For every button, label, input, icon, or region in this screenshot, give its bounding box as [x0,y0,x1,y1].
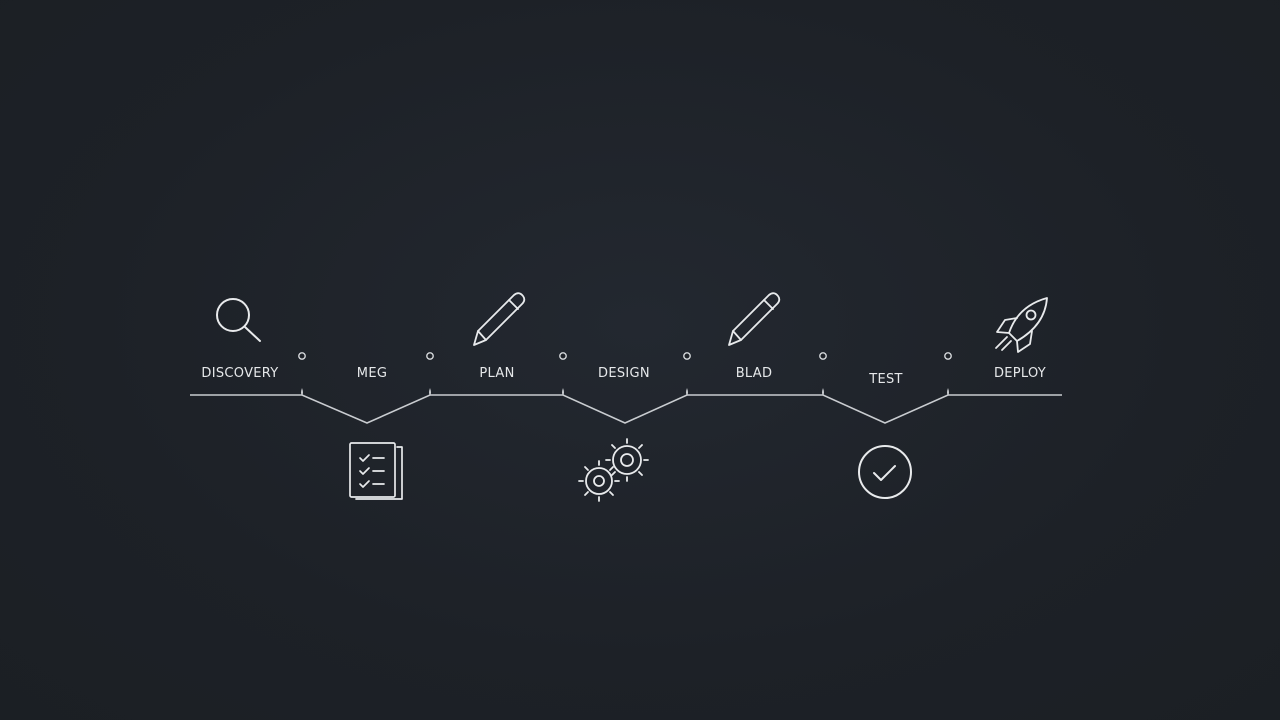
node-dot [426,352,434,360]
stage-label-test: TEST [868,372,903,387]
pencil-icon [728,292,781,346]
pencil-icon [473,292,526,346]
stage-label-discovery: DISCOVERY [201,366,278,381]
check-circle-icon [858,445,912,499]
stage-label-design: DESIGN [598,366,650,381]
node-dot [819,352,827,360]
node-dot [944,352,952,360]
node-dot [559,352,567,360]
magnifier-icon [216,298,261,342]
junction-markers [301,388,949,396]
timeline-line [190,394,1062,424]
node-dot [298,352,306,360]
stage-label-plan: PLAN [479,366,514,381]
gears-icon [578,438,649,502]
node-dots [298,352,952,360]
rocket-icon [995,297,1048,353]
stage-label-deploy: DEPLOY [994,366,1046,381]
checklist-icon [349,442,403,500]
node-dot [683,352,691,360]
stage-label-blad: BLAD [736,366,773,381]
stage-label-meg: MEG [357,366,387,381]
